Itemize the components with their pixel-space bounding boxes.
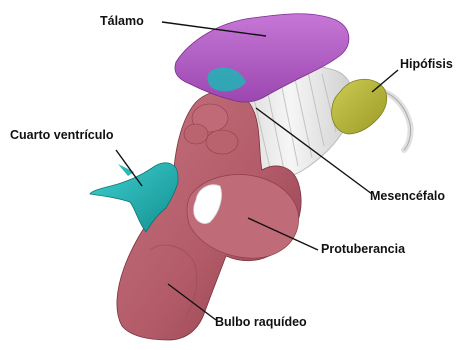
leader-hipofisis — [372, 70, 398, 92]
label-cuarto-ventriculo: Cuarto ventrículo — [10, 128, 114, 142]
label-hipofisis: Hipófisis — [400, 57, 453, 71]
label-protuberancia: Protuberancia — [321, 242, 406, 256]
label-bulbo-raquideo: Bulbo raquídeo — [215, 315, 307, 329]
label-mesencefalo: Mesencéfalo — [370, 189, 445, 203]
hipofisis-shape — [332, 79, 411, 150]
label-talamo: Tálamo — [100, 14, 144, 28]
